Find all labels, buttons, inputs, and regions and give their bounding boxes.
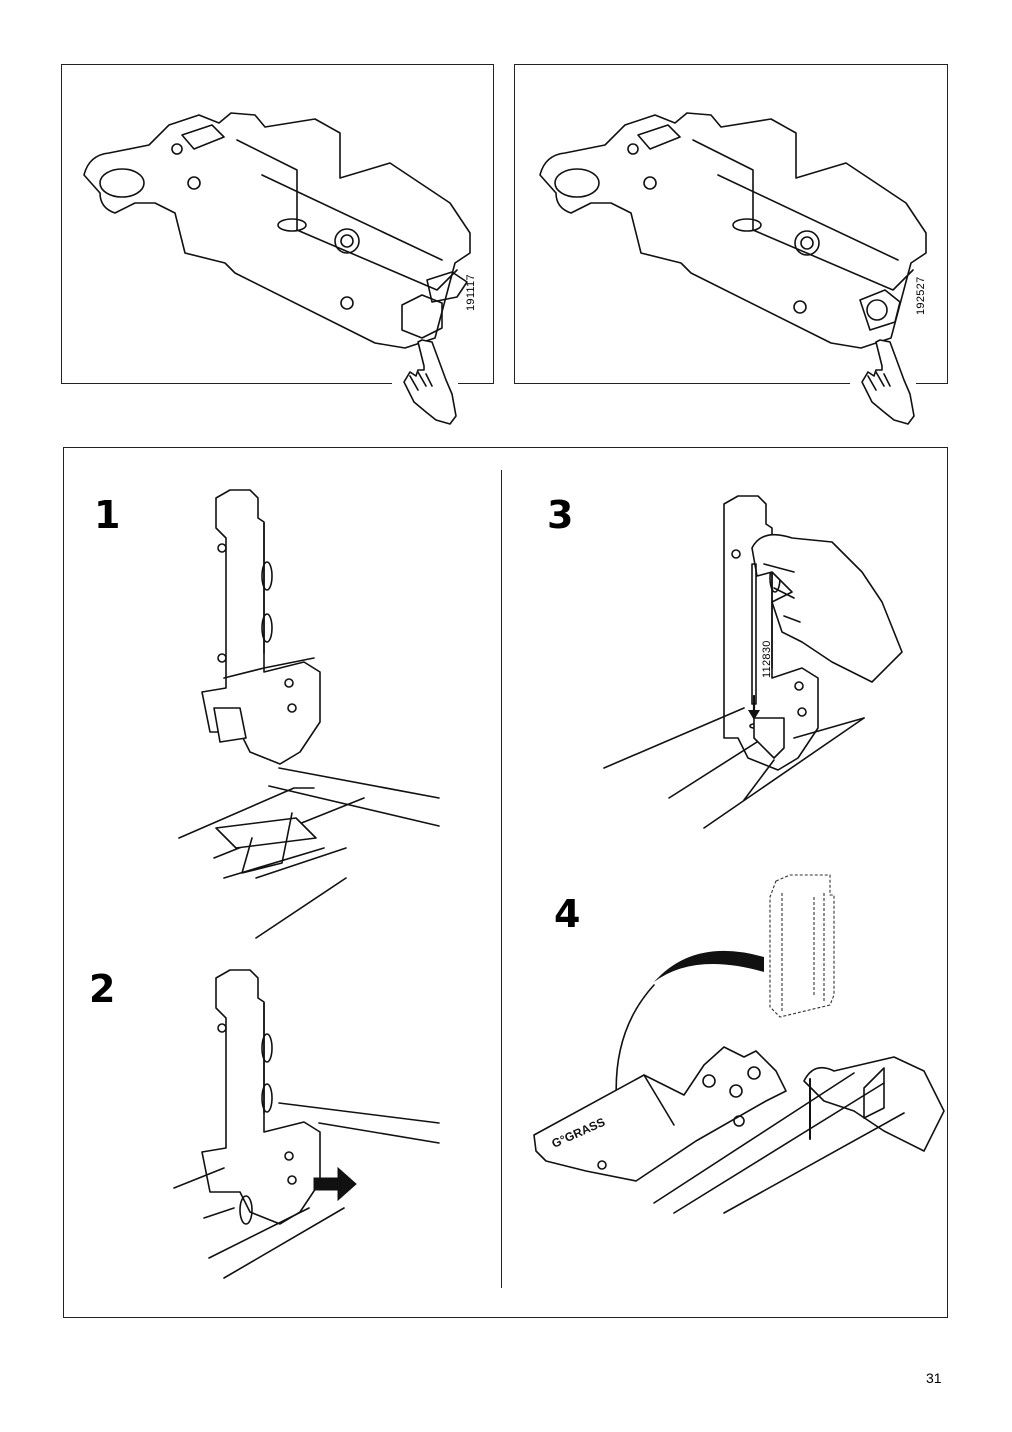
hex-key-icon: [751, 563, 757, 705]
pointing-hand-icon: [850, 339, 916, 425]
article-number: 112830: [761, 640, 773, 678]
step2-illustration: [173, 969, 440, 1279]
divider: [501, 470, 503, 1288]
top-left-panel: 191117: [61, 64, 494, 384]
step-number: 1: [94, 493, 121, 537]
step-number: 4: [554, 892, 581, 936]
step-number: 2: [89, 967, 116, 1011]
top-right-panel: 192527: [514, 64, 948, 384]
rotation-arrow-icon: [654, 950, 764, 982]
step4-illustration: G°GRASS: [533, 874, 945, 1214]
hinge-illustration: [83, 112, 471, 349]
step3-illustration: [603, 495, 903, 829]
article-number: 191117: [465, 274, 477, 311]
article-number: 192527: [915, 276, 927, 315]
hinge-illustration: [539, 112, 927, 349]
page-number: 31: [926, 1370, 942, 1386]
step-number: 3: [547, 493, 574, 537]
arrow-icon: [313, 1166, 357, 1202]
pointing-hand-icon: [392, 339, 458, 425]
step1-illustration: [178, 489, 440, 939]
steps-panel: 1 2: [63, 447, 948, 1318]
